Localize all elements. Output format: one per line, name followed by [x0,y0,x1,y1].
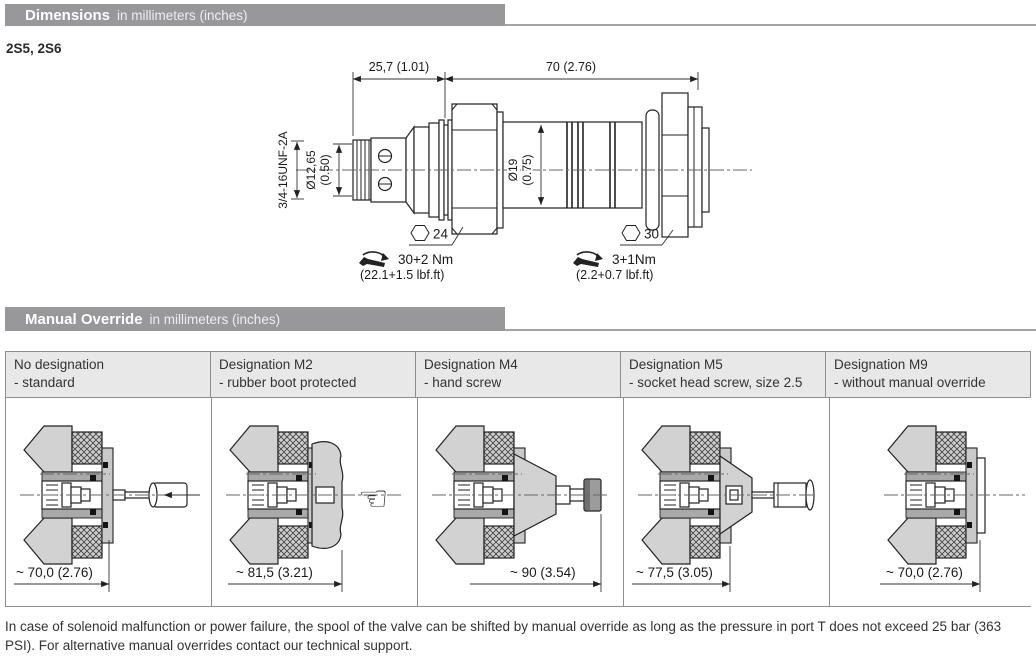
hex-30-nut [661,92,689,238]
closed-end-cap [976,457,986,534]
torque-wrench-icon [572,251,604,268]
col-subtitle: - rubber boot protected [219,375,357,391]
hex-nut-value: 30 [644,227,659,242]
manual-override-note: In case of solenoid malfunction or power… [5,619,1002,653]
valve-body-section [887,425,986,565]
hex-24-nut [451,103,498,235]
override-dim-value: ~ 90 (3.54) [510,565,576,580]
tube-diameter-label: Ø19 [506,158,520,181]
torque-cartridge-nm: 30+2 Nm [398,252,453,267]
override-cell-m4: ~ 90 (3.54) [418,398,624,606]
hexagon-icon [410,225,430,241]
cartridge-dimension-drawing: 25,7 (1.01) 70 (2.76) 3/4-16UNF-2A Ø12,6… [276,60,752,282]
torque-nut-nm: 3+1Nm [612,252,656,267]
col-title: No designation [14,357,105,372]
manual-override-bar-rule [505,329,1036,331]
dim-nose-length: 25,7 (1.01) [369,60,429,74]
override-cell-m9: ~ 70,0 (2.76) [830,398,1035,606]
manual-override-section-subtitle: in millimeters (inches) [149,311,281,327]
manual-override-table: No designation - standard Designation M2… [5,351,1035,607]
nose-diameter-label: Ø12,65 [304,150,318,190]
override-table-header-row: No designation - standard Designation M2… [6,352,1030,398]
dimensions-section-title: Dimensions [25,6,111,24]
cartridge-body [352,92,710,238]
tube-diameter-inch-label: (0.75) [520,154,534,185]
hex24-torque-callout: 24 30+2 Nm (22.1+1.5 lbf.ft) [358,225,464,282]
override-length-dimension: ~ 90 (3.54) [470,514,602,592]
valve-body-section [435,425,526,565]
nose-diameter-dimension: Ø12,65 (0.50) [304,143,352,197]
override-drawing-m2: ☜ ~ 81,5 (3.21) [226,425,404,592]
override-col-header-m9: Designation M9 - without manual override [826,352,1030,397]
override-dim-value: ~ 81,5 (3.21) [236,565,313,580]
override-cell-m2: ☜ ~ 81,5 (3.21) [212,398,418,606]
col-subtitle: - socket head screw, size 2.5 [629,375,803,391]
nose-diameter-inch-label: (0.50) [318,154,332,185]
override-dim-value: ~ 70,0 (2.76) [886,565,963,580]
override-length-dimension: ~ 70,0 (2.76) [14,540,110,592]
model-code: 2S5, 2S6 [6,41,62,56]
thread-label: 3/4-16UNF-2A [276,131,290,208]
hex-cartridge-value: 24 [433,227,449,242]
override-cell-standard: ~ 70,0 (2.76) [6,398,212,606]
manual-override-section-title: Manual Override [25,310,143,328]
dim-solenoid-length: 70 (2.76) [546,60,596,74]
hex30-torque-callout: 30 3+1Nm (2.2+0.7 lbf.ft) [572,225,674,282]
torque-nut-lbf: (2.2+0.7 lbf.ft) [576,268,653,282]
override-col-header-m4: Designation M4 - hand screw [416,352,621,397]
override-col-header-m2: Designation M2 - rubber boot protected [211,352,416,397]
override-col-header-standard: No designation - standard [6,352,211,397]
override-length-dimension: ~ 81,5 (3.21) [228,550,343,592]
torque-wrench-icon [358,251,390,268]
override-table-body-row: ~ 70,0 (2.76) [6,398,1035,606]
override-drawing-m5: ~ 77,5 (3.05) [632,425,816,592]
torque-cartridge-lbf: (22.1+1.5 lbf.ft) [360,268,444,282]
override-drawing-m4: ~ 90 (3.54) [432,425,610,592]
override-drawing-m9: ~ 70,0 (2.76) [880,425,1025,592]
override-dim-value: ~ 70,0 (2.76) [16,565,93,580]
override-length-dimension: ~ 70,0 (2.76) [880,540,981,592]
override-cell-m5: ~ 77,5 (3.05) [624,398,830,606]
col-title: Designation M4 [424,357,518,372]
manual-override-section-bar: Manual Override in millimeters (inches) [5,307,505,331]
override-length-dimension: ~ 77,5 (3.05) [632,546,731,592]
thread-dimension: 3/4-16UNF-2A [276,131,304,209]
hexagon-icon [621,225,641,241]
override-drawing-standard: ~ 70,0 (2.76) [14,425,200,592]
col-title: Designation M9 [834,357,928,372]
dimensions-section-bar: Dimensions in millimeters (inches) [5,4,505,26]
pointing-finger-icon: ☜ [358,480,388,518]
override-col-header-m5: Designation M5 - socket head screw, size… [621,352,826,397]
col-subtitle: - without manual override [834,375,986,391]
col-title: Designation M5 [629,357,723,372]
override-dim-value: ~ 77,5 (3.05) [636,565,713,580]
col-subtitle: - standard [14,375,75,391]
tube-diameter-dimension: Ø19 (0.75) [505,124,545,206]
col-title: Designation M2 [219,357,313,372]
dimensions-bar-rule [505,24,1036,26]
length-dimensions: 25,7 (1.01) 70 (2.76) [352,60,699,136]
dimensions-section-subtitle: in millimeters (inches) [117,7,248,23]
col-subtitle: - hand screw [424,375,502,391]
